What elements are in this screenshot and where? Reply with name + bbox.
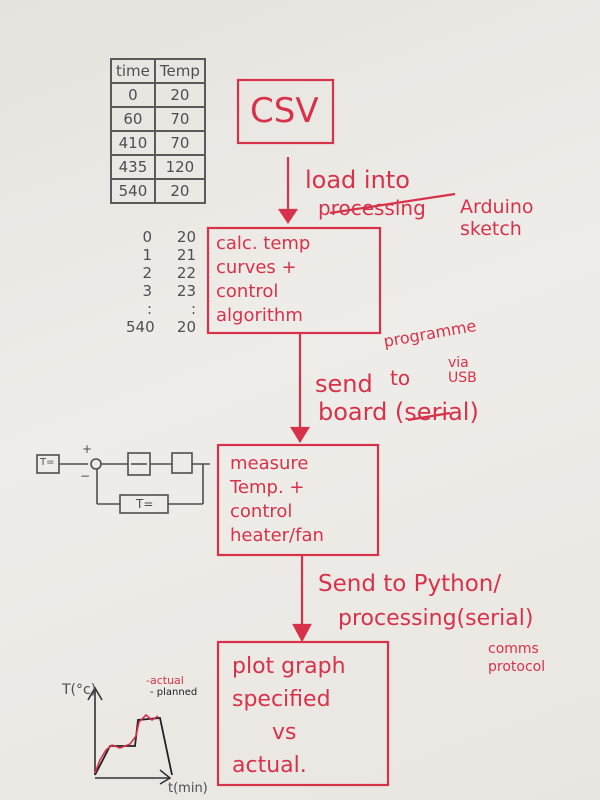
cell: 410 — [110, 130, 156, 156]
cell: 435 — [110, 154, 156, 180]
line: control — [216, 281, 279, 302]
line: calc. temp — [216, 233, 311, 254]
struck-serial: serial — [404, 398, 470, 426]
legend-actual: -actual — [146, 674, 184, 687]
line: plot graph — [232, 654, 346, 679]
measure-box-text: measure Temp. + control heater/fan — [230, 452, 324, 548]
plot-box-text: plot graph specified vs actual. — [232, 650, 346, 782]
cell: 70 — [153, 130, 206, 156]
cell: 20 — [153, 178, 206, 204]
input-block-label: T= — [40, 457, 55, 468]
board-label: board ( — [318, 398, 405, 426]
measure-box — [216, 443, 380, 557]
actual-line — [94, 713, 159, 774]
csv-label: CSV — [250, 91, 319, 131]
graph-y-label: T(°c) — [62, 682, 97, 698]
mini-graph — [87, 686, 173, 785]
cell: 540 — [110, 178, 156, 204]
graph-x-label: t(min) — [168, 781, 208, 796]
board-line: board (serial) — [318, 400, 479, 424]
processing-serial-label: processing(serial) — [338, 606, 534, 631]
calc-box-text: calc. temp curves + control algorithm — [216, 232, 310, 328]
line: actual. — [232, 753, 307, 778]
line: heater/fan — [230, 525, 324, 546]
line: vs — [272, 720, 297, 745]
line: measure — [230, 453, 309, 474]
line: algorithm — [216, 305, 303, 326]
plus-sign: + — [82, 442, 93, 456]
load-into-label: load into — [305, 166, 410, 194]
struck-processing: processing — [318, 196, 426, 220]
arduino-sketch-label: Arduino sketch — [460, 196, 534, 240]
line: specified — [232, 687, 331, 712]
to-label: to — [390, 366, 411, 390]
calc-box — [206, 226, 382, 335]
control-block-diagram — [36, 452, 210, 514]
paren: ) — [469, 398, 479, 426]
plot-box — [216, 640, 390, 787]
planned-line — [94, 717, 173, 776]
cell: 120 — [153, 154, 206, 180]
arrowhead — [277, 208, 299, 224]
send-label: send — [315, 370, 373, 398]
header-time: time — [110, 58, 156, 84]
cell: 60 — [110, 106, 156, 132]
legend-planned: - planned — [150, 687, 198, 698]
line: control — [230, 501, 293, 522]
header-temp: Temp — [153, 58, 206, 84]
line: curves + — [216, 257, 297, 278]
minus-sign: − — [80, 469, 91, 483]
list-item: :: — [146, 300, 196, 318]
via-usb-label: via USB — [448, 355, 477, 386]
line: Temp. + — [230, 477, 305, 498]
cell: 20 — [153, 82, 206, 108]
csv-box — [236, 78, 335, 145]
feedback-block-label: T= — [136, 497, 154, 511]
send-python-label: Send to Python/ — [318, 571, 502, 597]
cell: 0 — [110, 82, 156, 108]
cell: 70 — [153, 106, 206, 132]
strike-processing — [329, 192, 456, 215]
comms-protocol-label: comms protocol — [488, 641, 546, 675]
